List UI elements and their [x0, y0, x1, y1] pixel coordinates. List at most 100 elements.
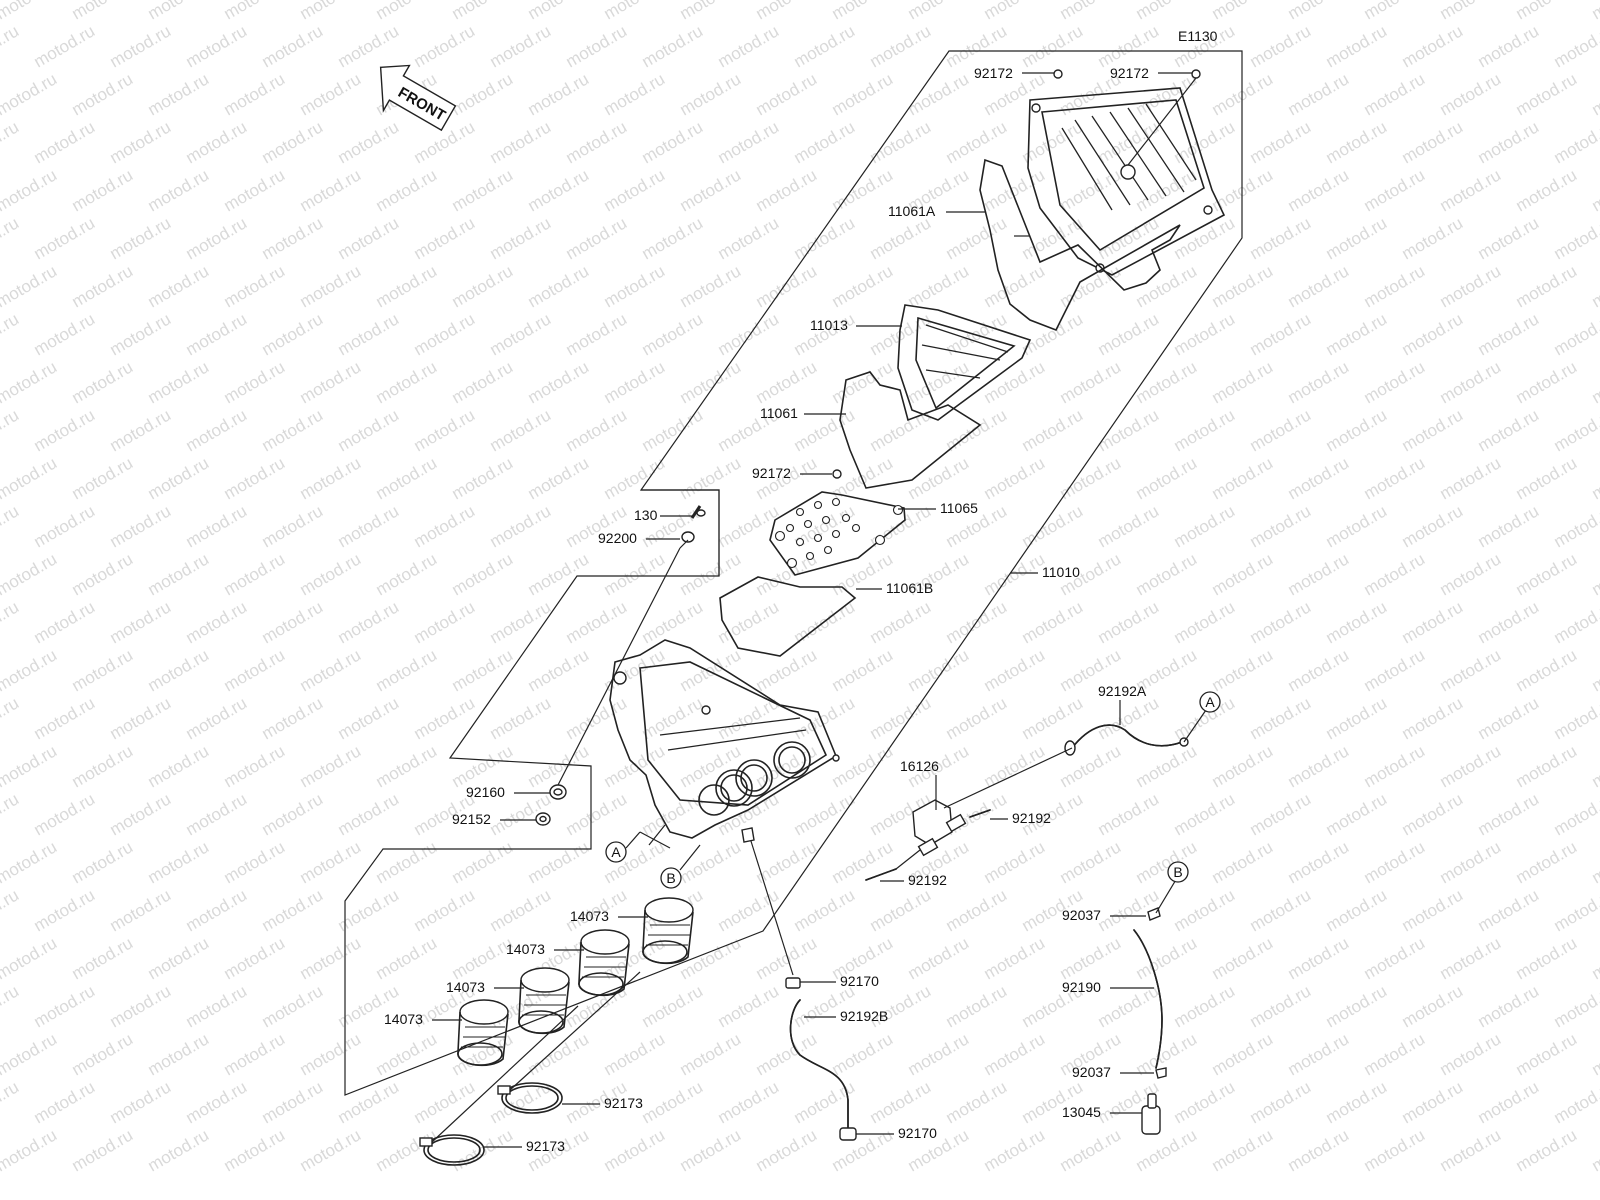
watermark-text: motod.ru	[183, 789, 251, 839]
watermark-text: motod.ru	[1323, 213, 1391, 263]
watermark-text: motod.ru	[1475, 21, 1543, 71]
watermark-text: motod.ru	[1589, 0, 1600, 23]
watermark-text: motod.ru	[1361, 0, 1429, 23]
velocity-stack-1-part	[642, 897, 694, 965]
watermark-text: motod.ru	[1133, 0, 1201, 23]
watermark-text: motod.ru	[1247, 693, 1315, 743]
watermark-text: motod.ru	[107, 693, 175, 743]
watermark-text: motod.ru	[373, 1029, 441, 1079]
watermark-text: motod.ru	[1095, 693, 1163, 743]
watermark-text: motod.ru	[1323, 597, 1391, 647]
watermark-text: motod.ru	[373, 1125, 441, 1175]
watermark-text: motod.ru	[0, 885, 22, 935]
watermark-text: motod.ru	[0, 21, 22, 71]
watermark-text: motod.ru	[259, 1077, 327, 1127]
watermark-text: motod.ru	[1285, 1029, 1353, 1079]
watermark-text: motod.ru	[297, 69, 365, 119]
watermark-text: motod.ru	[1247, 213, 1315, 263]
watermark-text: motod.ru	[31, 117, 99, 167]
watermark-text: motod.ru	[1437, 69, 1505, 119]
watermark-text: motod.ru	[335, 789, 403, 839]
watermark-text: motod.ru	[1095, 309, 1163, 359]
watermark-text: motod.ru	[1513, 645, 1581, 695]
watermark-text: motod.ru	[1513, 69, 1581, 119]
watermark-text: motod.ru	[1095, 981, 1163, 1031]
watermark-text: motod.ru	[145, 933, 213, 983]
watermark-text: motod.ru	[525, 165, 593, 215]
watermark-text: motod.ru	[1513, 741, 1581, 791]
watermark-text: motod.ru	[1361, 357, 1429, 407]
watermark-text: motod.ru	[411, 405, 479, 455]
label-11061A: 11061A	[888, 203, 986, 219]
watermark-text: motod.ru	[1399, 789, 1467, 839]
watermark-text: motod.ru	[1437, 0, 1505, 23]
watermark-text: motod.ru	[1133, 741, 1201, 791]
watermark-text: motod.ru	[601, 1125, 669, 1175]
watermark-text: motod.ru	[1247, 1077, 1315, 1127]
svg-text:14073: 14073	[506, 941, 545, 957]
watermark-text: motod.ru	[1209, 357, 1277, 407]
watermark-text: motod.ru	[145, 645, 213, 695]
watermark-text: motod.ru	[1475, 789, 1543, 839]
watermark-text: motod.ru	[943, 1077, 1011, 1127]
watermark-text: motod.ru	[1551, 1077, 1600, 1127]
watermark-text: motod.ru	[259, 213, 327, 263]
velocity-stack-4-part	[457, 999, 509, 1067]
watermark-text: motod.ru	[1551, 981, 1600, 1031]
watermark-text: motod.ru	[373, 261, 441, 311]
watermark-text: motod.ru	[31, 405, 99, 455]
label-92192B: 92192B	[804, 1008, 888, 1024]
label-14073-1: 14073	[570, 908, 648, 924]
watermark-text: motod.ru	[107, 213, 175, 263]
watermark-text: motod.ru	[1323, 693, 1391, 743]
grommet-92160-part	[549, 784, 567, 800]
watermark-text: motod.ru	[905, 69, 973, 119]
watermark-text: motod.ru	[69, 261, 137, 311]
watermark-text: motod.ru	[487, 693, 555, 743]
watermark-text: motod.ru	[905, 645, 973, 695]
watermark-text: motod.ru	[1285, 453, 1353, 503]
watermark-text: motod.ru	[1057, 933, 1125, 983]
watermark-text: motod.ru	[1285, 837, 1353, 887]
watermark-text: motod.ru	[411, 1077, 479, 1127]
watermark-text: motod.ru	[373, 549, 441, 599]
watermark-text: motod.ru	[449, 261, 517, 311]
watermark-text: motod.ru	[905, 1029, 973, 1079]
watermark-text: motod.ru	[677, 1029, 745, 1079]
watermark-text: motod.ru	[69, 1125, 137, 1175]
watermark-text: motod.ru	[1589, 69, 1600, 119]
diagram-code: E1130	[1178, 28, 1218, 44]
watermark-text: motod.ru	[1513, 357, 1581, 407]
watermark-text: motod.ru	[1095, 597, 1163, 647]
watermark-text: motod.ru	[1437, 261, 1505, 311]
svg-text:92200: 92200	[598, 530, 637, 546]
watermark-text: motod.ru	[1437, 645, 1505, 695]
svg-text:92170: 92170	[840, 973, 879, 989]
watermark-text: motod.ru	[1323, 405, 1391, 455]
watermark-text: motod.ru	[1095, 213, 1163, 263]
watermark-text: motod.ru	[0, 0, 60, 23]
svg-text:92172: 92172	[974, 65, 1013, 81]
watermark-text: motod.ru	[487, 21, 555, 71]
hose-92192-upper-part	[969, 809, 991, 818]
watermark-text: motod.ru	[1095, 501, 1163, 551]
watermark-text: motod.ru	[449, 0, 517, 23]
watermark-text: motod.ru	[373, 645, 441, 695]
watermark-text: motod.ru	[601, 357, 669, 407]
watermark-text: motod.ru	[1095, 789, 1163, 839]
watermark-text: motod.ru	[107, 21, 175, 71]
watermark-text: motod.ru	[1323, 117, 1391, 167]
watermark-text: motod.ru	[1323, 501, 1391, 551]
watermark-text: motod.ru	[1513, 453, 1581, 503]
watermark-text: motod.ru	[1437, 165, 1505, 215]
watermark-text: motod.ru	[601, 69, 669, 119]
watermark-text: motod.ru	[1209, 837, 1277, 887]
watermark-text: motod.ru	[943, 21, 1011, 71]
watermark-text: motod.ru	[107, 309, 175, 359]
watermark-text: motod.ru	[221, 837, 289, 887]
watermark-text: motod.ru	[905, 357, 973, 407]
watermark-text: motod.ru	[1285, 933, 1353, 983]
watermark-text: motod.ru	[1437, 933, 1505, 983]
watermark-text: motod.ru	[0, 837, 60, 887]
watermark-text: motod.ru	[411, 501, 479, 551]
